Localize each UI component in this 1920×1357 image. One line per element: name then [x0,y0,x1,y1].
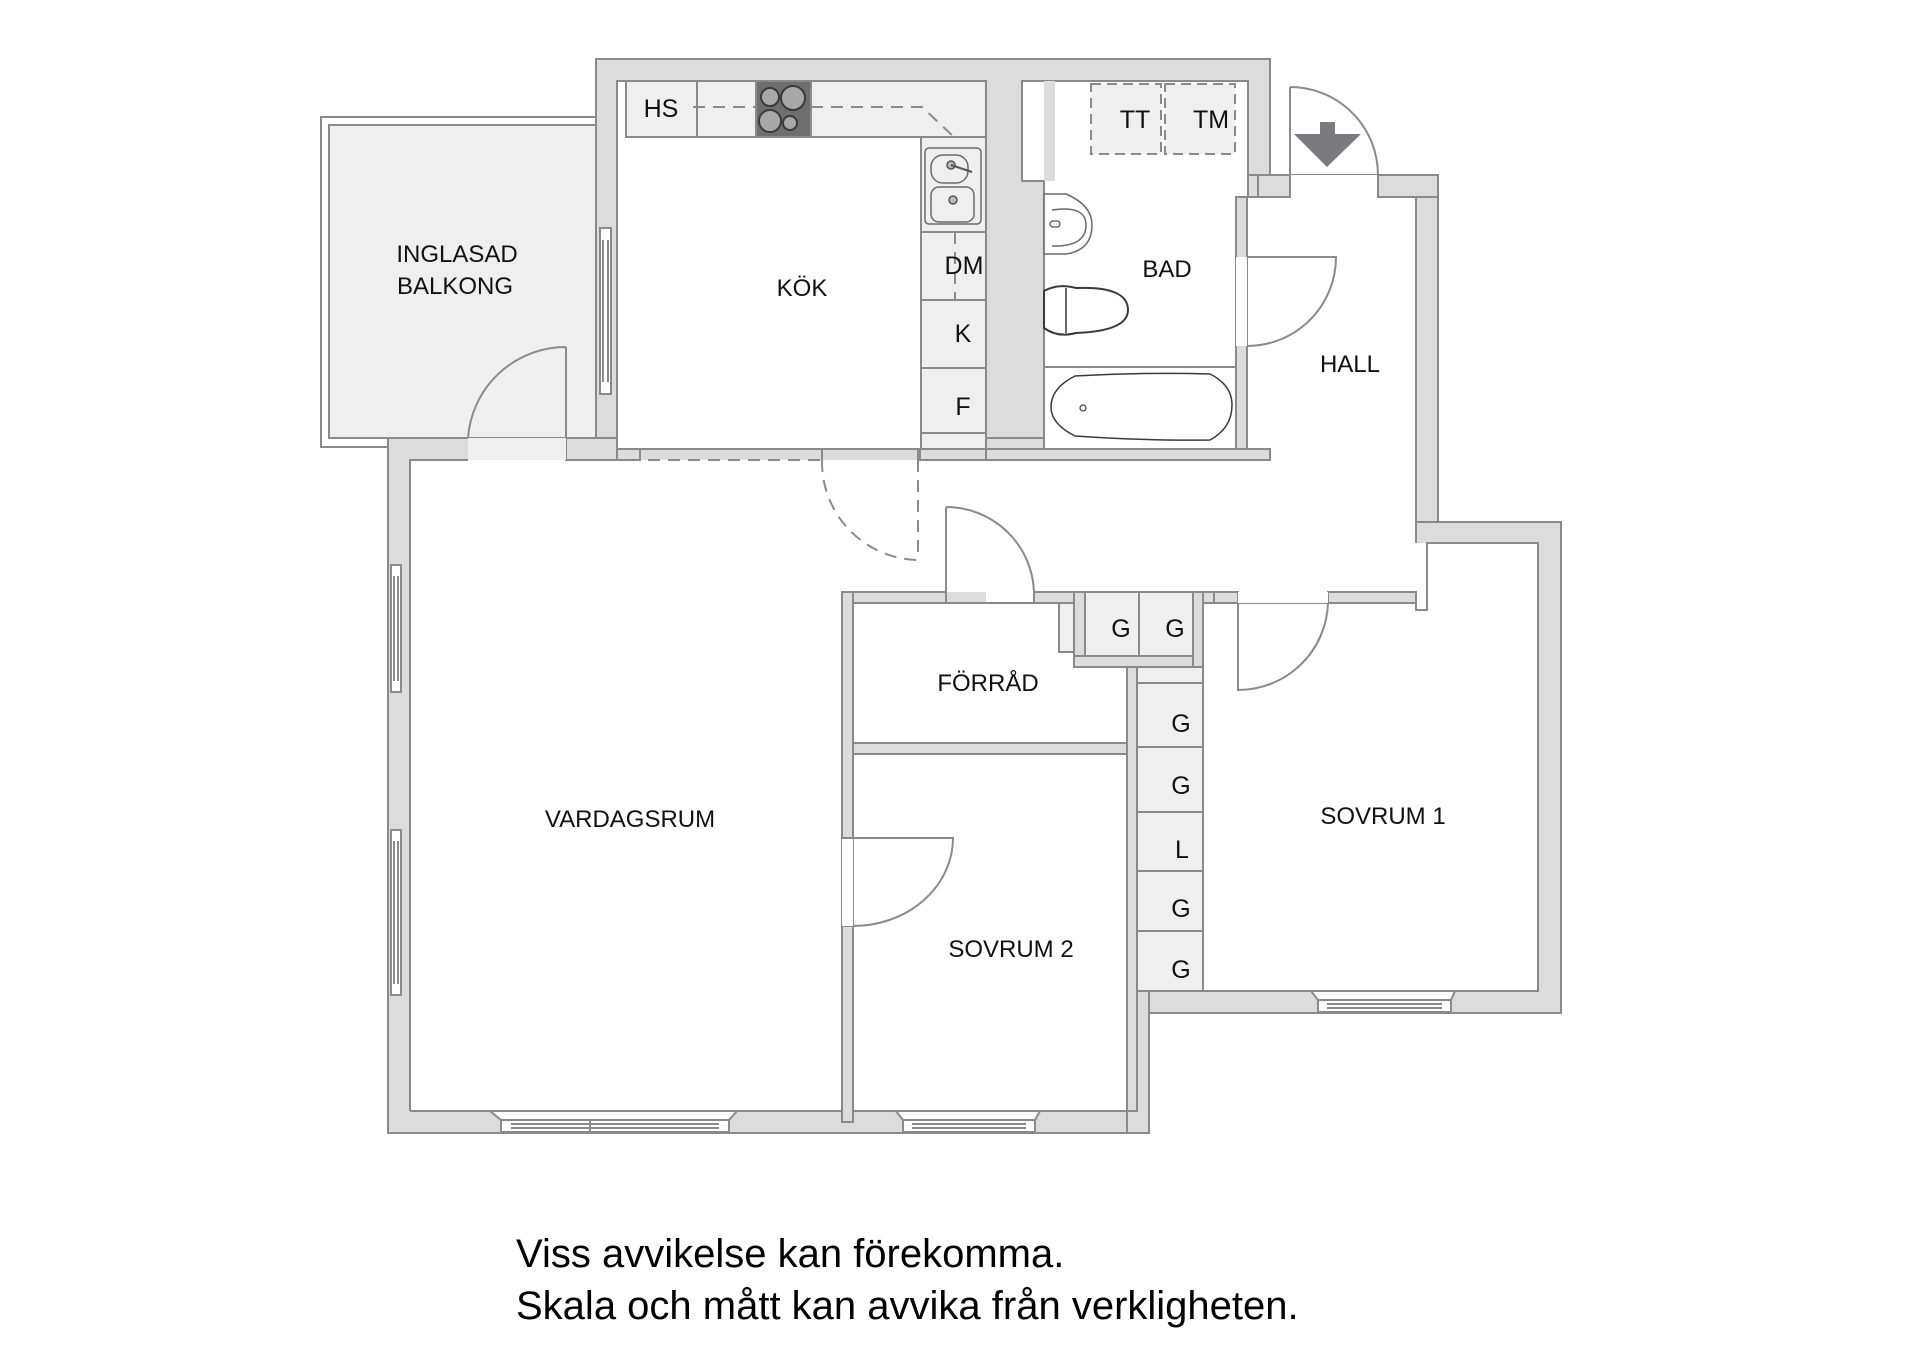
kitchen-counters [616,80,987,450]
closet-label: G [1171,895,1190,923]
living-room-label: VARDAGSRUM [545,806,715,833]
bathroom-fixtures [1043,81,1338,450]
kitchen-door [648,448,920,561]
balcony-door-threshold [468,438,566,460]
hall-label: HALL [1320,351,1380,378]
closet-label: G [1165,615,1184,643]
room-labels: INGLASAD BALKONG KÖK BAD HALL FÖRRÅD VAR… [396,95,1445,984]
fridge-label: K [955,320,972,348]
washer-tm [1164,83,1236,155]
windows [390,564,1457,1133]
balcony-label-line1: INGLASAD [396,241,517,268]
balcony [320,116,602,448]
closet-label: G [1111,615,1130,643]
entrance-arrow-icon [1294,122,1361,167]
toilet-icon [1043,285,1130,336]
interior-walls [565,437,1417,1123]
balcony-door-swing [467,345,567,439]
dishwasher-label: DM [945,252,984,280]
balcony-label-line2: BALKONG [397,273,513,300]
bedroom1-door-swing [1237,602,1329,692]
hs-label: HS [644,95,679,123]
closets [1084,591,1204,992]
bedroom2-door-swing [842,837,955,927]
linen-closet-label: L [1175,836,1189,864]
closet-label: G [1171,956,1190,984]
hs-cabinet [625,80,698,138]
entry-door [1289,86,1379,176]
closet-label: G [1171,710,1190,738]
bedroom-2-label: SOVRUM 2 [948,936,1073,963]
bathtub-icon [1050,372,1233,441]
kitchen-label: KÖK [777,275,828,302]
storage-door-swing [945,506,1035,593]
kitchen-window [599,227,612,395]
freezer-label: F [955,393,970,421]
dryer-label: TT [1120,106,1151,134]
storage-label: FÖRRÅD [937,669,1038,697]
closet-label: G [1171,772,1190,800]
bathroom-door-swing [1246,256,1338,347]
dryer-tt [1090,83,1162,155]
bathroom-label: BAD [1142,256,1191,283]
disclaimer-line-1: Viss avvikelse kan förekomma. [516,1232,1065,1276]
disclaimer-line-2: Skala och mått kan avvika från verklighe… [516,1284,1299,1328]
washer-label: TM [1193,106,1229,134]
bedroom-1-label: SOVRUM 1 [1320,803,1445,830]
